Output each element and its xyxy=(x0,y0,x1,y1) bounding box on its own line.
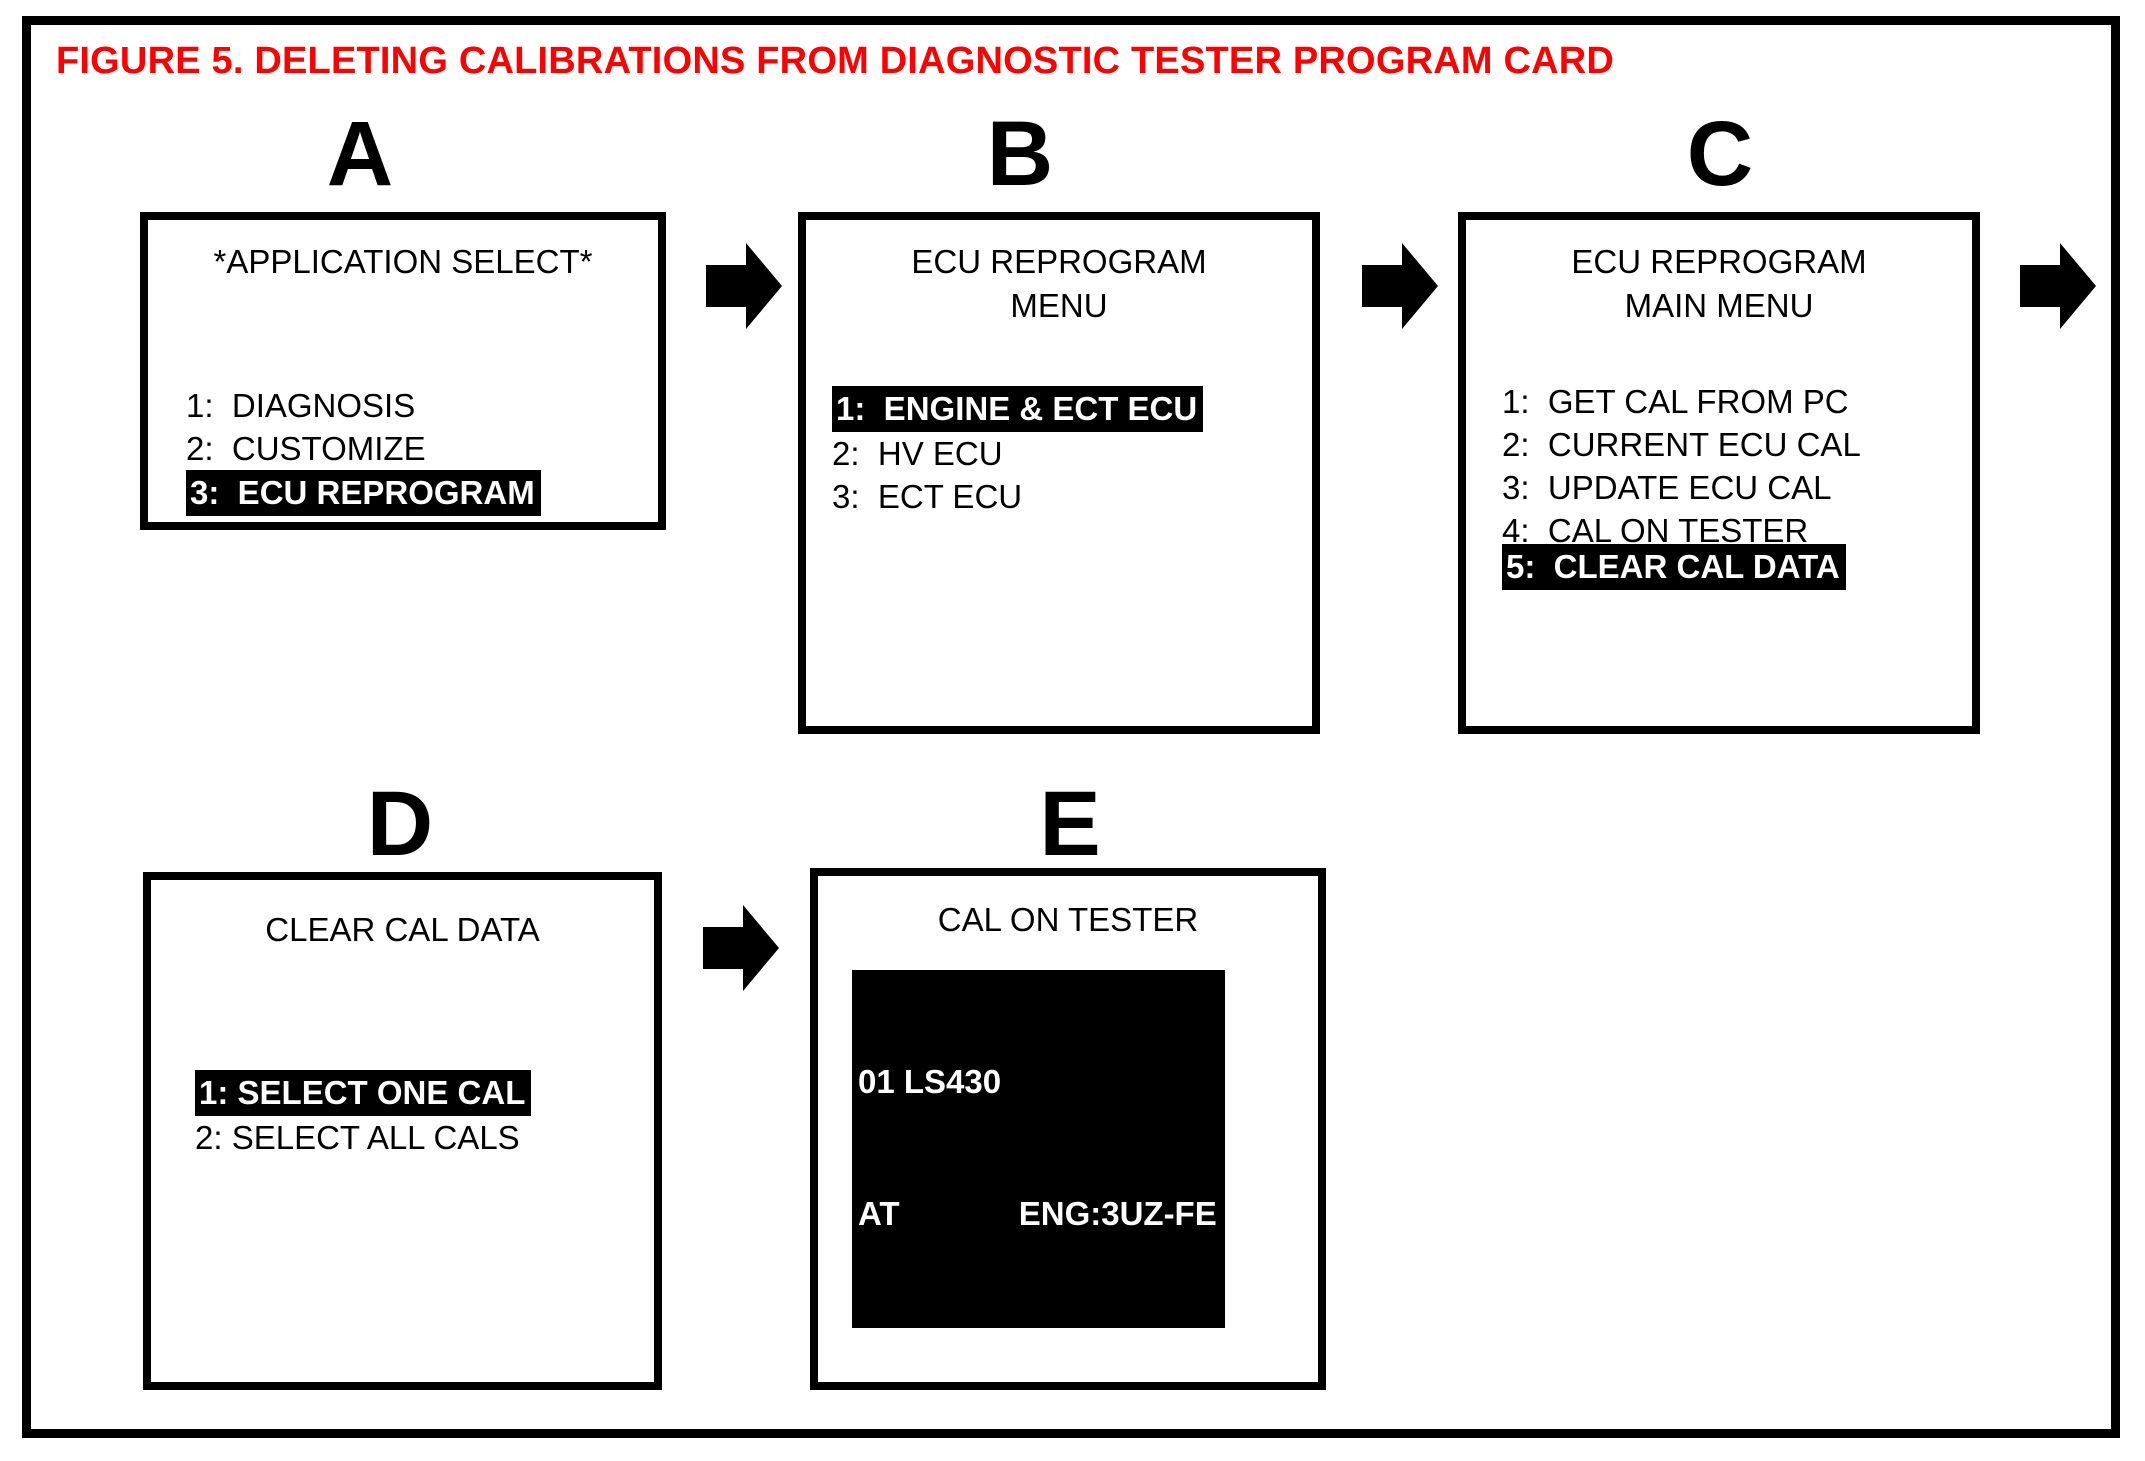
cal-entry-ls430[interactable]: 01 LS430 AT ENG:3UZ-FE xyxy=(852,970,1225,1328)
figure-title: FIGURE 5. DELETING CALIBRATIONS FROM DIA… xyxy=(56,40,1615,82)
menu-item-get-cal-from-pc[interactable]: 1: GET CAL FROM PC xyxy=(1502,383,1849,420)
menu-item-cal-on-tester[interactable]: 4: CAL ON TESTER xyxy=(1502,512,1809,549)
step-letter-e: E xyxy=(1039,773,1101,875)
screen-b-title: ECU REPROGRAM MENU xyxy=(911,243,1207,324)
step-letter-d: D xyxy=(366,773,434,875)
arrow-d-to-e-icon xyxy=(703,905,779,991)
screen-c-menu: 1: GET CAL FROM PC 2: CURRENT ECU CAL 3:… xyxy=(1502,380,1972,590)
screen-panel-d: CLEAR CAL DATA 1: SELECT ONE CAL 2: SELE… xyxy=(143,872,662,1390)
screen-d-menu: 1: SELECT ONE CAL 2: SELECT ALL CALS xyxy=(195,1070,654,1159)
screen-e-title: CAL ON TESTER xyxy=(937,901,1199,938)
menu-item-clear-cal-data[interactable]: 5: CLEAR CAL DATA xyxy=(1502,544,1846,590)
menu-item-select-one-cal[interactable]: 1: SELECT ONE CAL xyxy=(195,1070,532,1116)
menu-item-current-ecu-cal[interactable]: 2: CURRENT ECU CAL xyxy=(1502,426,1861,463)
step-letter-b: B xyxy=(986,103,1054,205)
step-letter-a: A xyxy=(326,103,394,205)
cal-entry-ls430-line2: AT ENG:3UZ-FE xyxy=(858,1195,1217,1232)
menu-item-hv-ecu[interactable]: 2: HV ECU xyxy=(832,435,1003,472)
menu-item-engine-ect-ecu[interactable]: 1: ENGINE & ECT ECU xyxy=(832,386,1204,432)
screen-c-title: ECU REPROGRAM MAIN MENU xyxy=(1571,243,1867,324)
screen-b-menu: 1: ENGINE & ECT ECU 2: HV ECU 3: ECT ECU xyxy=(832,386,1312,518)
screen-panel-b: ECU REPROGRAM MENU 1: ENGINE & ECT ECU 2… xyxy=(798,212,1320,734)
menu-item-select-all-cals[interactable]: 2: SELECT ALL CALS xyxy=(195,1119,520,1156)
menu-item-update-ecu-cal[interactable]: 3: UPDATE ECU CAL xyxy=(1502,469,1832,506)
screen-a-menu: 1: DIAGNOSIS 2: CUSTOMIZE 3: ECU REPROGR… xyxy=(186,384,658,516)
menu-item-ect-ecu[interactable]: 3: ECT ECU xyxy=(832,478,1023,515)
cal-entry-ls430-line1: 01 LS430 xyxy=(858,1063,1002,1100)
arrow-a-to-b-icon xyxy=(706,243,782,329)
menu-item-ecu-reprogram[interactable]: 3: ECU REPROGRAM xyxy=(186,470,541,516)
cal-entry-list: 01 LS430 AT ENG:3UZ-FE 01 GS430 AT ENG:3… xyxy=(852,970,1318,1382)
arrow-b-to-c-icon xyxy=(1362,243,1438,329)
screen-panel-c: ECU REPROGRAM MAIN MENU 1: GET CAL FROM … xyxy=(1458,212,1980,734)
screen-a-title: *APPLICATION SELECT* xyxy=(213,243,593,280)
menu-item-diagnosis[interactable]: 1: DIAGNOSIS xyxy=(186,387,416,424)
screen-d-title: CLEAR CAL DATA xyxy=(265,911,540,948)
screen-panel-e: CAL ON TESTER 01 LS430 AT ENG:3UZ-FE 01 … xyxy=(810,868,1326,1390)
screen-panel-a: *APPLICATION SELECT* 1: DIAGNOSIS 2: CUS… xyxy=(140,212,666,530)
arrow-c-to-d-icon xyxy=(2020,243,2096,329)
menu-item-customize[interactable]: 2: CUSTOMIZE xyxy=(186,430,426,467)
cal-entry-gs430[interactable]: 01 GS430 AT ENG:3UZ-FE xyxy=(852,1328,1211,1382)
step-letter-c: C xyxy=(1686,103,1754,205)
